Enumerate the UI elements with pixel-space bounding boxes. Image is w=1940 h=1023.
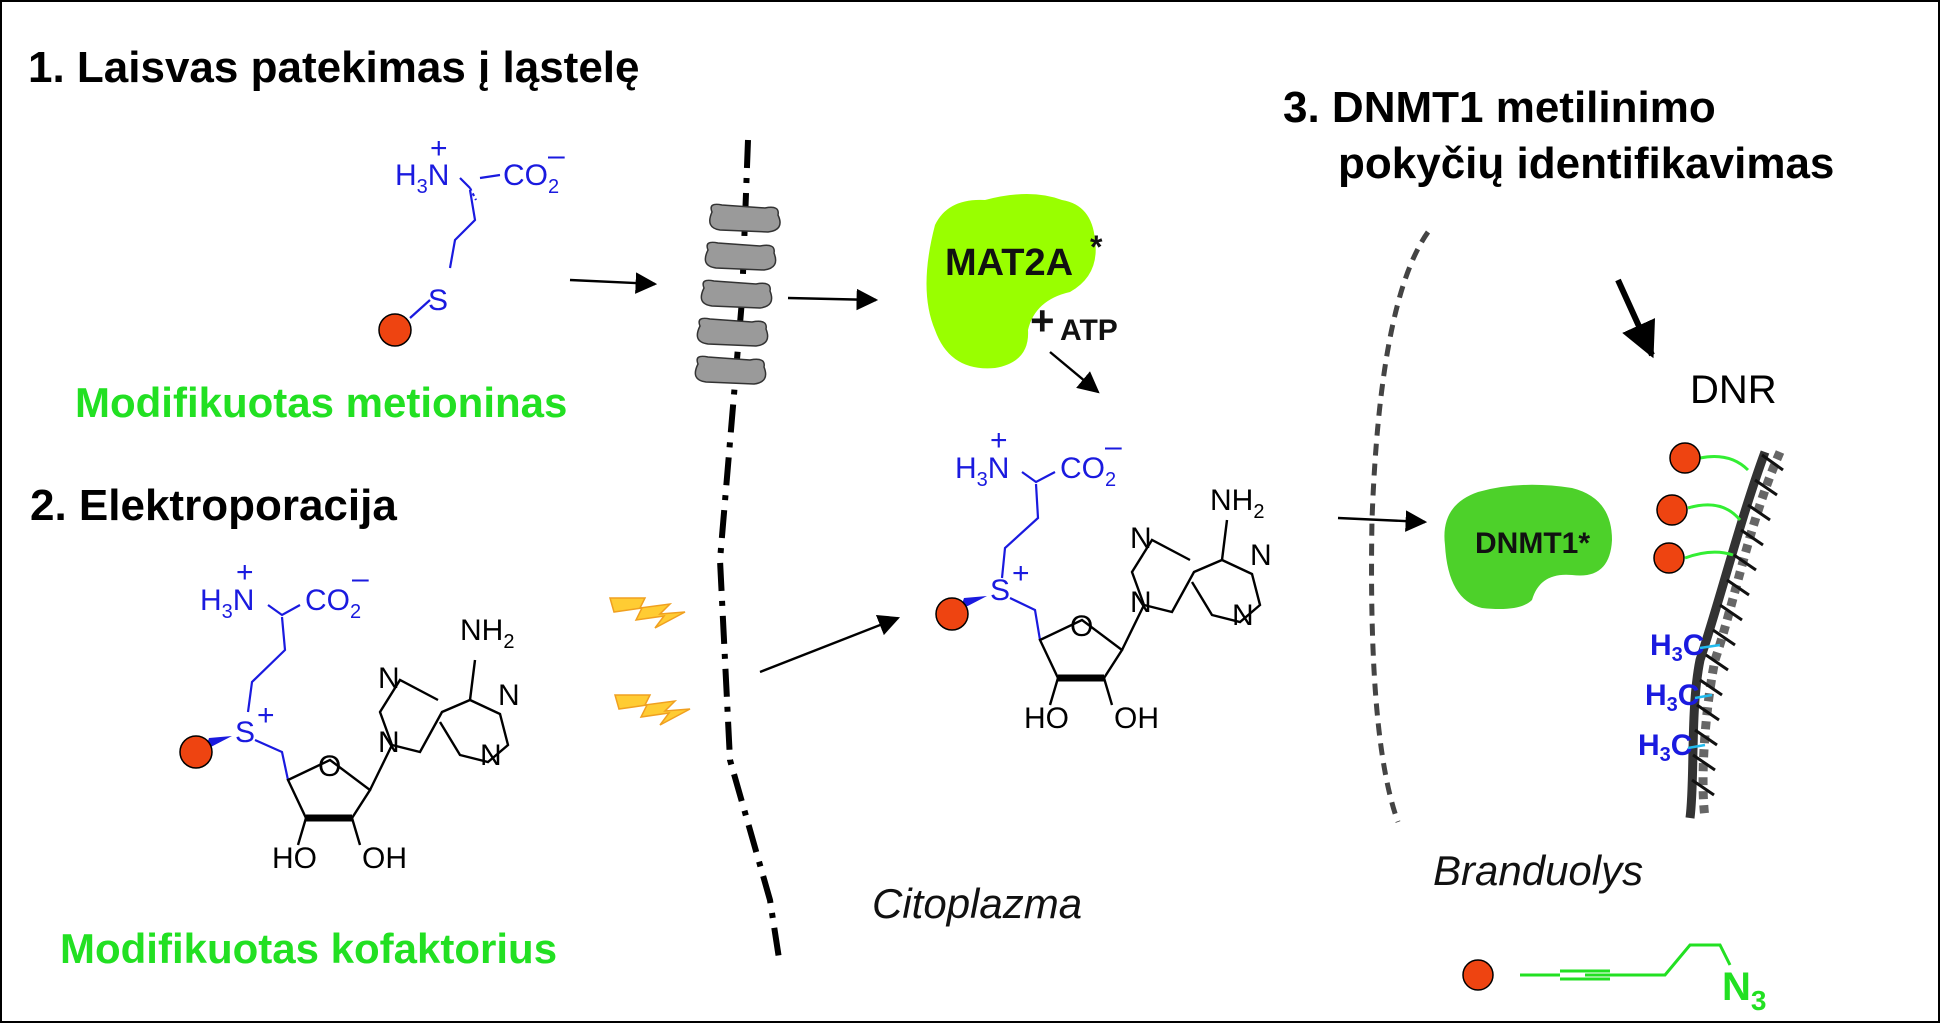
dna-helix xyxy=(1685,450,1785,819)
modified-methionine-structure: H3N + CO2 – S xyxy=(378,132,565,347)
svg-text:N: N xyxy=(378,726,400,759)
label-modified-cofactor: Modifikuotas kofaktorius xyxy=(60,925,557,972)
svg-text:H3C: H3C xyxy=(1645,679,1699,716)
heading-step3-line2: pokyčių identifikavimas xyxy=(1338,139,1834,188)
arrow-identification xyxy=(1615,278,1656,359)
dna-methyl-groups: H3C H3C H3C xyxy=(1638,629,1721,766)
svg-text:N: N xyxy=(1250,539,1272,572)
arrow-entry-methionine xyxy=(569,272,658,294)
svg-text:H3C: H3C xyxy=(1650,629,1704,666)
svg-text:N: N xyxy=(480,739,502,772)
svg-text:N3: N3 xyxy=(1722,965,1766,1016)
arrow-mat2a-product xyxy=(1049,351,1100,394)
arrow-electroporation xyxy=(759,615,901,674)
lightning-bolt-lower xyxy=(614,694,691,726)
svg-text:S: S xyxy=(990,574,1010,607)
label-modified-methionine: Modifikuotas metioninas xyxy=(75,379,567,426)
svg-text:NH2: NH2 xyxy=(1210,484,1264,523)
svg-text:HO: HO xyxy=(272,842,317,875)
atp-reagent: + ATP xyxy=(1030,297,1118,347)
svg-text:CO2: CO2 xyxy=(503,159,559,198)
svg-text:CO2: CO2 xyxy=(305,584,361,623)
svg-text:S: S xyxy=(235,716,255,749)
cytoplasm-cofactor-structure: H3N + CO2 – S + O HO OH N N N N NH2 xyxy=(935,424,1272,735)
heading-step1: 1. Laisvas patekimas į ląstelę xyxy=(28,43,640,92)
svg-text:O: O xyxy=(1070,610,1093,643)
svg-text:N: N xyxy=(1130,586,1152,619)
label-dna: DNR xyxy=(1690,368,1777,412)
svg-text:HO: HO xyxy=(1024,702,1069,735)
svg-text:N: N xyxy=(378,662,400,695)
arrow-into-nucleus xyxy=(1337,510,1428,532)
modified-cofactor-structure: H3N + CO2 – S + O HO OH N N N N NH2 xyxy=(179,556,520,875)
svg-text:O: O xyxy=(318,750,341,783)
svg-text:+: + xyxy=(257,699,275,732)
svg-text:H3N: H3N xyxy=(200,584,254,623)
nuclear-membrane xyxy=(1369,230,1431,823)
svg-text:–: – xyxy=(548,139,565,172)
lightning-bolt-upper xyxy=(609,597,686,629)
svg-text:N: N xyxy=(1130,522,1152,555)
dna-attached-probes xyxy=(1653,442,1750,574)
heading-step2: 2. Elektroporacija xyxy=(30,481,397,530)
svg-text:H3N: H3N xyxy=(955,452,1009,491)
probe-dot-cofactor xyxy=(179,735,213,769)
svg-text:–: – xyxy=(352,562,369,595)
svg-text:DNMT1*: DNMT1* xyxy=(1475,527,1590,560)
probe-dot-methionine xyxy=(378,313,412,347)
svg-text:*: * xyxy=(1090,229,1103,265)
arrow-to-mat2a xyxy=(787,288,879,311)
svg-text:+: + xyxy=(430,132,448,165)
label-cytoplasm: Citoplazma xyxy=(872,880,1082,927)
svg-text:+: + xyxy=(236,556,254,589)
svg-text:+: + xyxy=(990,424,1008,457)
svg-text:NH2: NH2 xyxy=(460,614,514,653)
svg-text:OH: OH xyxy=(362,842,407,875)
mat2a-enzyme: MAT2A * xyxy=(926,194,1103,369)
svg-text:+: + xyxy=(1012,557,1030,590)
svg-text:N: N xyxy=(498,679,520,712)
svg-text:N: N xyxy=(1232,599,1254,632)
dnmt1-enzyme: DNMT1* xyxy=(1444,484,1612,609)
svg-text:S: S xyxy=(428,284,448,317)
heading-step3-line1: 3. DNMT1 metilinimo xyxy=(1283,83,1716,132)
svg-text:CO2: CO2 xyxy=(1060,452,1116,491)
probe-dot-cytoplasm xyxy=(935,597,969,631)
svg-text:–: – xyxy=(1105,430,1122,463)
label-nucleus: Branduolys xyxy=(1433,847,1643,894)
svg-text:H3C: H3C xyxy=(1638,729,1692,766)
svg-text:H3N: H3N xyxy=(395,159,449,198)
membrane-transporter xyxy=(694,203,781,385)
svg-text:OH: OH xyxy=(1114,702,1159,735)
azide-alkyne-probe: N3 xyxy=(1462,943,1766,1016)
svg-text:+: + xyxy=(1030,297,1055,344)
cell-membrane xyxy=(716,139,783,966)
svg-text:MAT2A: MAT2A xyxy=(945,242,1073,284)
svg-text:ATP: ATP xyxy=(1060,314,1118,347)
